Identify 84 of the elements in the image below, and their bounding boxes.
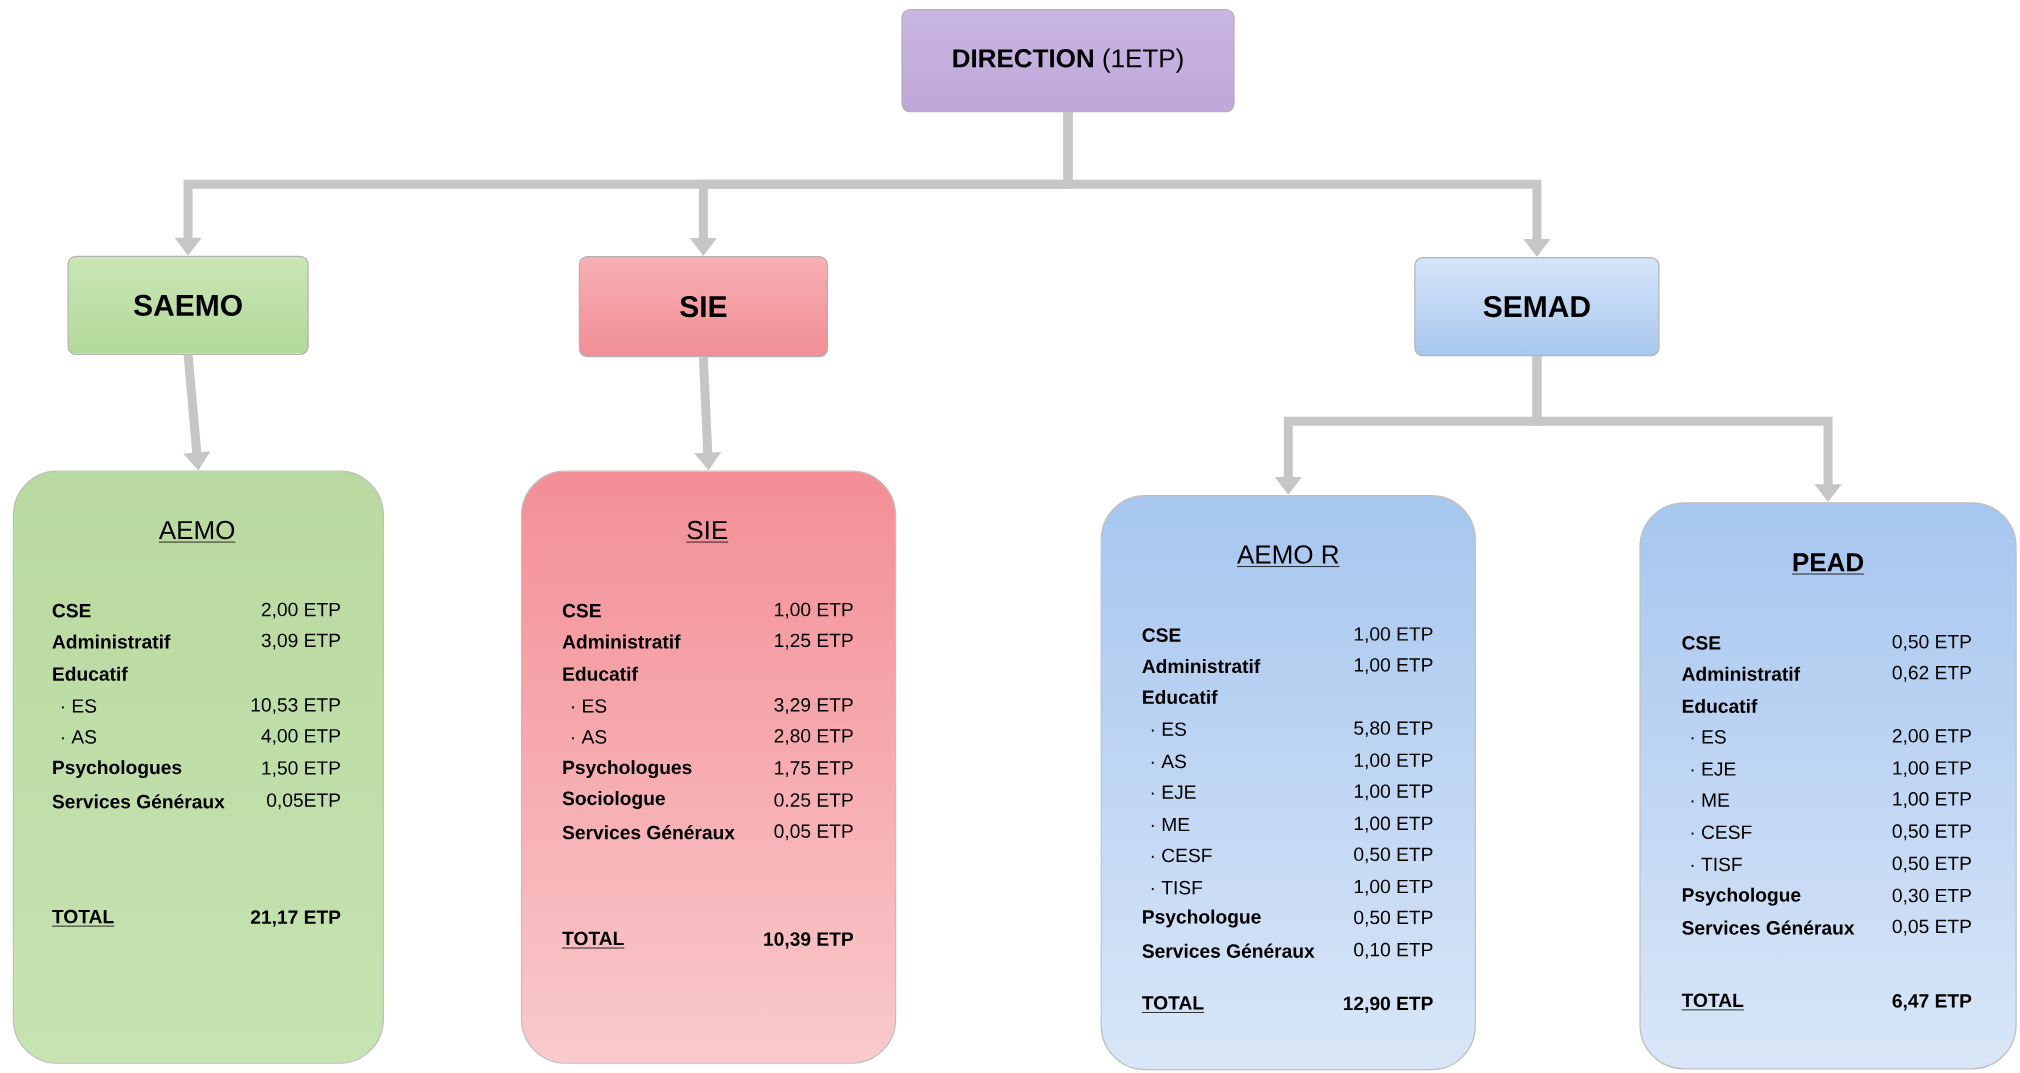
staff-label: Educatif — [563, 666, 638, 681]
staff-value: 0,62 ETP — [1892, 665, 1971, 682]
staff-label: · EJE — [1691, 762, 1736, 776]
staff-value: 4,00 ETP — [261, 728, 340, 745]
staff-value: 1,25 ETP — [775, 633, 853, 650]
staff-value: 2,80 ETP — [774, 728, 853, 745]
panel-heading: AEMO R — [1236, 545, 1340, 567]
staff-label: · AS — [61, 730, 97, 744]
panel-heading: PEAD — [1791, 553, 1865, 575]
staff-value: 0,05 ETP — [774, 824, 853, 841]
staff-value: 0,50 ETP — [1354, 910, 1433, 927]
staff-value: 2,00 ETP — [261, 602, 340, 619]
staff-label: Services Généraux — [1682, 920, 1855, 935]
total-label: TOTAL — [51, 909, 115, 927]
staff-label: · ES — [1151, 722, 1186, 736]
total-value: 12,90 ETP — [1343, 996, 1433, 1013]
staff-label: · AS — [572, 730, 607, 744]
staff-label: Educatif — [1143, 689, 1218, 704]
staff-value: 1,00 ETP — [1354, 627, 1433, 643]
total-label: TOTAL — [561, 931, 625, 949]
staff-label: Services Généraux — [562, 825, 735, 840]
staff-label: Services Généraux — [52, 794, 225, 809]
staff-label: · EJE — [1151, 785, 1196, 799]
staff-label: · TISF — [1691, 857, 1742, 872]
staff-value: 1,00 ETP — [1354, 753, 1433, 770]
staff-label: · ME — [1151, 817, 1190, 832]
staff-label: · AS — [1151, 754, 1186, 769]
staff-value: 10,53 ETP — [251, 698, 340, 714]
staff-label: Educatif — [1682, 698, 1758, 713]
staff-label: CSE — [562, 603, 601, 618]
staff-label: Services Généraux — [1142, 943, 1315, 958]
panel-heading: SIE — [685, 520, 729, 543]
staff-value: 1,00 ETP — [1354, 879, 1433, 896]
staff-value: 1,00 ETP — [1354, 816, 1433, 833]
staff-label: Psychologue — [1682, 887, 1801, 906]
total-value: 21,17 ETP — [250, 910, 341, 927]
staff-label: Administratif — [1142, 658, 1261, 674]
staff-label: Psychologues — [563, 760, 692, 779]
staff-value: 0,50 ETP — [1892, 856, 1971, 873]
staff-label: Administratif — [562, 634, 681, 649]
staff-label: · CESF — [1691, 825, 1752, 839]
staff-value: 1,75 ETP — [775, 761, 853, 777]
unit-box: SAEMO — [67, 255, 309, 355]
staff-label: Educatif — [53, 666, 128, 681]
staff-value: 0.25 ETP — [774, 793, 853, 807]
unit-box: SIE — [578, 255, 829, 358]
staff-label: CSE — [52, 603, 91, 618]
staff-value: 1,00 ETP — [1893, 761, 1971, 777]
staff-label: Sociologue — [562, 791, 665, 809]
staff-value: 1,50 ETP — [262, 761, 340, 777]
staff-value: 1,00 ETP — [1893, 792, 1971, 808]
staff-label: Psychologue — [1143, 909, 1261, 928]
staff-value: 2,00 ETP — [1892, 728, 1971, 745]
staff-label: Administratif — [52, 634, 171, 649]
staff-value: 3,09 ETP — [261, 633, 340, 650]
staff-label: · ES — [572, 699, 607, 713]
unit-box: DIRECTION (1ETP) — [901, 8, 1235, 113]
staff-label: · ES — [1691, 730, 1726, 744]
staff-value: 0,05ETP — [267, 793, 340, 810]
total-value: 6,47 ETP — [1892, 994, 1972, 1011]
staff-label: · ME — [1691, 793, 1729, 807]
staff-value: 0,50 ETP — [1354, 847, 1433, 864]
staff-label: CSE — [1682, 636, 1721, 650]
staff-value: 1,00 ETP — [775, 602, 853, 619]
total-label: TOTAL — [1141, 996, 1205, 1013]
staff-value: 0,50 ETP — [1892, 824, 1971, 841]
staff-value: 0,10 ETP — [1354, 942, 1433, 959]
staff-label: Psychologues — [53, 760, 182, 779]
staff-value: 0,50 ETP — [1892, 634, 1971, 651]
unit-box: SEMAD — [1414, 256, 1660, 357]
staff-value: 0,05 ETP — [1892, 919, 1971, 936]
staff-value: 3,29 ETP — [774, 698, 853, 714]
staff-value: 1,00 ETP — [1354, 658, 1433, 674]
staff-label: Administratif — [1682, 666, 1801, 681]
staff-label: · CESF — [1151, 848, 1212, 863]
staff-value: 5,80 ETP — [1354, 721, 1433, 738]
panel-heading: AEMO — [158, 520, 236, 543]
total-value: 10,39 ETP — [764, 932, 854, 949]
staff-value: 0,30 ETP — [1892, 888, 1971, 905]
total-label: TOTAL — [1681, 993, 1745, 1011]
staff-value: 1,00 ETP — [1354, 784, 1433, 801]
staff-label: CSE — [1142, 628, 1181, 642]
staff-label: · ES — [61, 699, 97, 713]
staff-label: · TISF — [1151, 880, 1203, 895]
